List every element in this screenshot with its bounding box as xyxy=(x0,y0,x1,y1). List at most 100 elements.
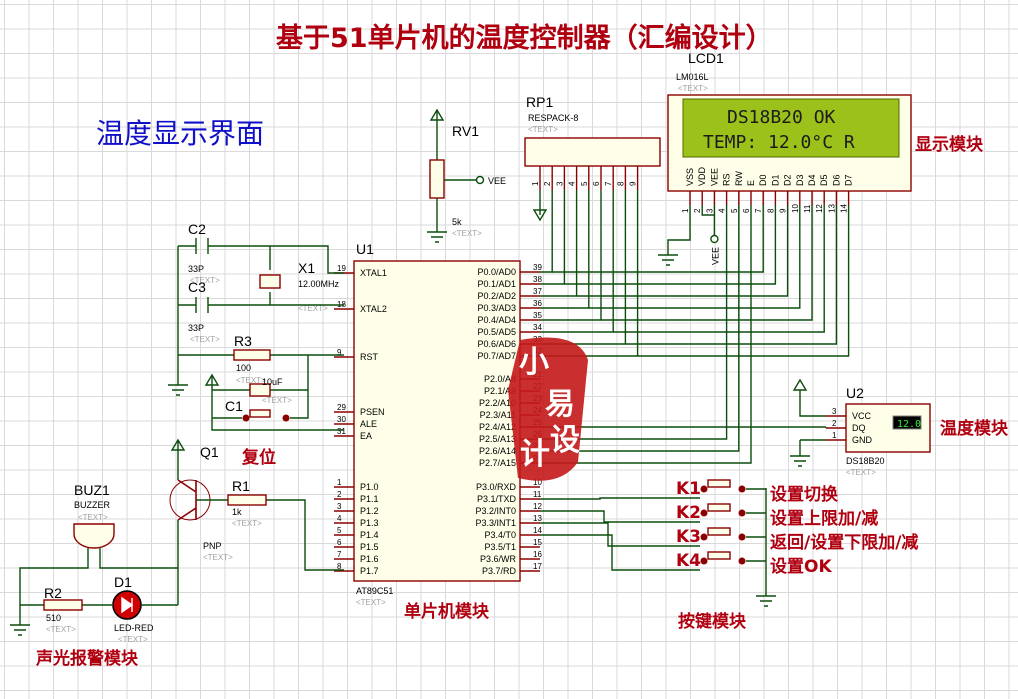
u2-reading: 12.0 xyxy=(897,419,921,430)
c2-text-tag: <TEXT> xyxy=(190,276,220,285)
u2-pin-number: 1 xyxy=(832,431,837,440)
r1-wire xyxy=(196,499,344,571)
u1-left-pin-name: P1.4 xyxy=(360,530,379,540)
lcd-vss-wire xyxy=(667,205,691,255)
p2-to-lcd-wire xyxy=(540,205,728,440)
lcd1-component[interactable]: LCD1 LM016L <TEXT> DS18B20 OK TEMP: 12.0… xyxy=(667,50,912,213)
lcd1-screen xyxy=(682,98,900,158)
rv1-component[interactable]: RV1 VEE 5k <TEXT> xyxy=(427,108,506,243)
rv1-ground xyxy=(427,231,447,243)
u1-left-pin-name: P1.0 xyxy=(360,482,379,492)
u2-body xyxy=(845,403,931,453)
u1-right-pin-name: P0.7/AD7 xyxy=(477,351,516,361)
key-button-body xyxy=(707,503,731,512)
c2-value: 33P xyxy=(188,264,204,274)
reset-power-terminal xyxy=(204,373,220,386)
u1-left-pin-name: EA xyxy=(360,431,372,441)
lcd-pin-name: D3 xyxy=(795,174,805,186)
r1-text-tag: <TEXT> xyxy=(232,519,262,528)
key-ref: K1 xyxy=(676,479,701,499)
u2-vcc-wire xyxy=(799,390,826,417)
u1-left-pin-name: P1.3 xyxy=(360,518,379,528)
lcd-pin-name: D5 xyxy=(819,174,829,186)
u1-left-pin-number: 30 xyxy=(337,415,346,424)
lcd-pin-number: 3 xyxy=(705,208,714,213)
r1-value: 1k xyxy=(232,507,242,517)
lcd1-line2: TEMP: 12.0°C R xyxy=(703,132,855,153)
u1-right-pin-number: 35 xyxy=(533,311,542,320)
r3-body xyxy=(233,349,271,361)
u1-left-pin-number: 19 xyxy=(337,264,346,273)
keys-ground xyxy=(756,595,776,607)
u1-right-pin-name: P3.3/INT1 xyxy=(475,518,516,528)
p0-to-lcd-wire xyxy=(613,205,825,333)
u2-pin-number: 3 xyxy=(832,407,837,416)
alarm-circuit: Q1 PNP <TEXT> R1 1k <TEXT> BUZ1 BUZZER <… xyxy=(10,438,344,644)
u1-right-pin-name: P2.3/A11 xyxy=(480,410,516,420)
oscillator-circuit: C2 33P <TEXT> C3 33P <TEXT> X1 12.00MHz … xyxy=(168,221,344,396)
d1-model: LED-RED xyxy=(114,623,154,633)
d1-symbol xyxy=(121,596,134,614)
buz1-body xyxy=(73,523,115,549)
u1-left-pin-name: XTAL2 xyxy=(360,304,387,314)
u2-model: DS18B20 xyxy=(846,456,885,466)
label-temperature-module: 温度模块 xyxy=(940,418,1009,439)
c1-text-tag: <TEXT> xyxy=(262,396,292,405)
u1-left-pin-name: PSEN xyxy=(360,407,385,417)
rp1-power-terminal xyxy=(532,209,548,222)
bus-wires: VEE xyxy=(532,190,850,464)
c3-symbol xyxy=(195,297,209,313)
lcd-pin-number: 4 xyxy=(718,208,727,213)
u2-text-tag: <TEXT> xyxy=(846,468,876,477)
rv1-text-tag: <TEXT> xyxy=(452,229,482,238)
u1-right-pins: 39P0.0/AD038P0.1/AD137P0.2/AD236P0.3/AD3… xyxy=(475,263,542,576)
u1-left-pin-name: RST xyxy=(360,352,379,362)
lcd-pin-name: RS xyxy=(722,173,732,186)
u2-ground xyxy=(790,455,810,467)
u1-left-pin-number: 1 xyxy=(337,478,342,487)
c3-value: 33P xyxy=(188,323,204,333)
reset-circuit: R3 100 <TEXT> 10uF C1 <TEXT> xyxy=(178,333,344,431)
lcd-pin-name: D4 xyxy=(807,174,817,186)
u2-pin-number: 2 xyxy=(832,419,837,428)
key-wire xyxy=(540,510,700,523)
u2-ref: U2 xyxy=(846,385,864,401)
d1-text-tag: <TEXT> xyxy=(118,635,148,644)
q1-power-terminal xyxy=(170,438,186,451)
rp1-pin-number: 6 xyxy=(592,181,601,186)
u1-right-pin-name: P2.4/A12 xyxy=(479,422,516,432)
seal-char-1: 小 xyxy=(519,345,549,380)
lcd-pin-number: 7 xyxy=(754,208,763,213)
u2-power-terminal xyxy=(792,378,808,391)
u1-left-pin-number: 2 xyxy=(337,490,342,499)
key-label: 设置上限加/减 xyxy=(770,508,878,529)
lcd-pin-number: 2 xyxy=(693,208,702,213)
seal-background xyxy=(508,337,588,481)
key-left-contact xyxy=(700,557,708,565)
u1-right-pin-name: P0.6/AD6 xyxy=(477,339,516,349)
q1-ref: Q1 xyxy=(200,444,219,460)
lcd-pin-name: D0 xyxy=(758,174,768,186)
lcd-pin-name: D2 xyxy=(783,174,793,186)
lcd1-pins: VSS1VDD2VEE3RS4RW5E6D07D18D29D310D411D51… xyxy=(681,166,854,213)
seal-stamp: 小 易 设 计 xyxy=(508,337,588,481)
p2-to-u2-wire xyxy=(540,426,827,428)
c1-body xyxy=(249,383,271,397)
key-button-body xyxy=(707,479,731,488)
view-label: 温度显示界面 xyxy=(96,117,264,150)
lcd-pin-name: VSS xyxy=(685,168,695,186)
u1-right-pin-number: 11 xyxy=(533,490,542,499)
lcd-pin-number: 12 xyxy=(815,204,824,213)
u1-left-pin-number: 3 xyxy=(337,502,342,511)
key-ref: K4 xyxy=(676,551,701,571)
rv1-vee-terminal xyxy=(475,175,485,185)
